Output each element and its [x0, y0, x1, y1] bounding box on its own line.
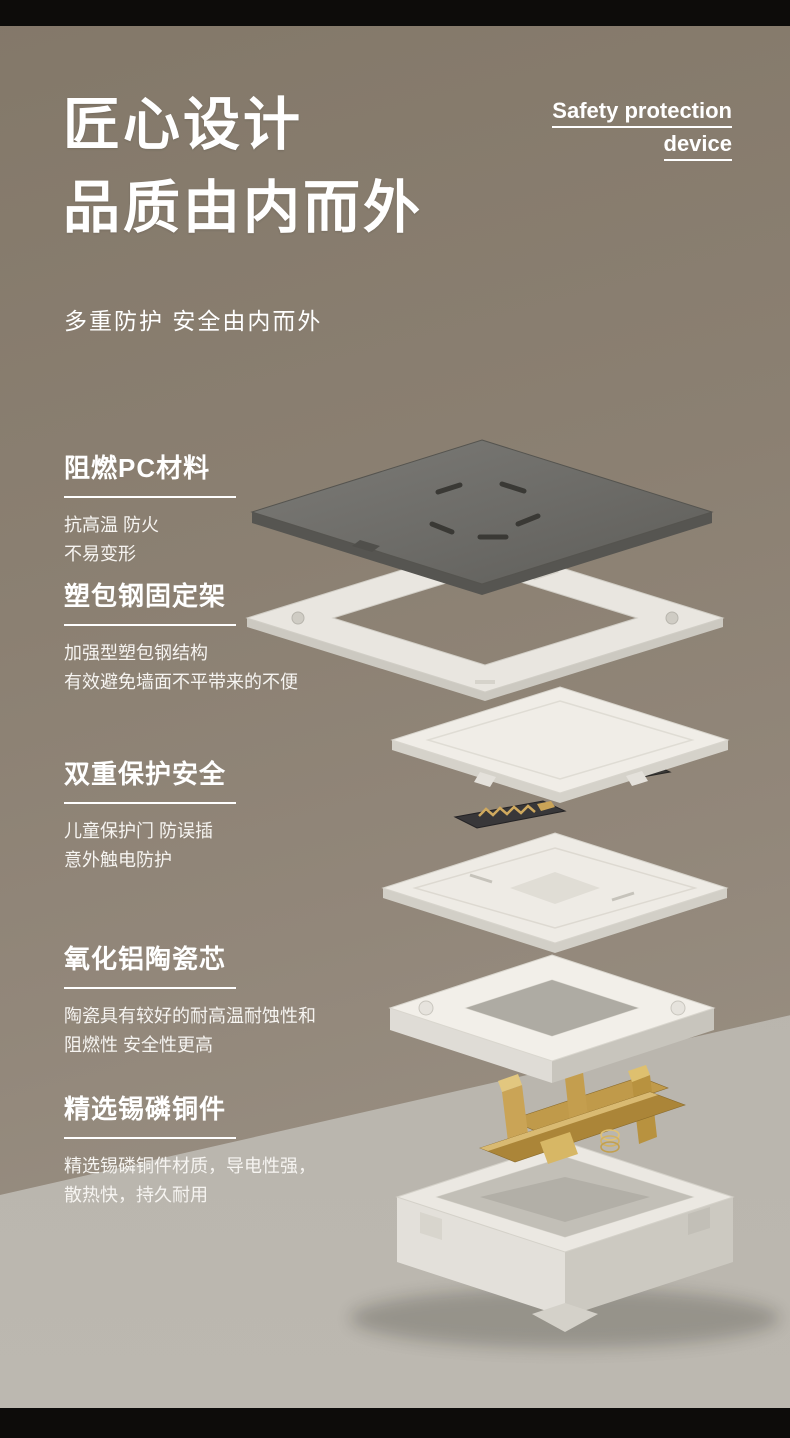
section-description: 陶瓷具有较好的耐高温耐蚀性和 阻燃性 安全性更高	[64, 1002, 414, 1060]
section-description-line1: 抗高温 防火	[64, 515, 160, 535]
function-plate	[381, 832, 729, 953]
english-badge-line2: device	[663, 133, 732, 161]
section-steel-frame: 塑包钢固定架 加强型塑包钢结构 有效避免墙面不平带来的不便	[64, 576, 414, 697]
page-title-line1: 匠心设计	[63, 93, 303, 157]
section-description-line2: 阻燃性 安全性更高	[64, 1034, 214, 1055]
section-description-line2: 意外触电防护	[64, 849, 172, 870]
copper-contacts	[479, 1062, 686, 1164]
section-ceramic-core: 氧化铝陶瓷芯 陶瓷具有较好的耐高温耐蚀性和 阻燃性 安全性更高	[64, 939, 414, 1060]
section-title: 塑包钢固定架	[64, 576, 236, 626]
section-description-line2: 有效避免墙面不平带来的不便	[64, 671, 298, 692]
section-description-line2: 不易变形	[64, 543, 136, 564]
section-description-line1: 精选锡磷铜件材质，导电性强，	[64, 1156, 316, 1176]
ceramic-core-frame	[388, 954, 716, 1083]
section-description-line2: 散热快，持久耐用	[64, 1184, 208, 1205]
section-description: 抗高温 防火 不易变形	[64, 511, 414, 569]
section-double-protection: 双重保护安全 儿童保护门 防误插 意外触电防护	[64, 754, 414, 875]
base-housing	[395, 1141, 735, 1332]
section-copper-parts: 精选锡磷铜件 精选锡磷铜件材质，导电性强， 散热快，持久耐用	[64, 1089, 414, 1210]
english-badge-line1: Safety protection	[552, 100, 732, 128]
section-description: 儿童保护门 防误插 意外触电防护	[64, 817, 414, 875]
english-badge: Safety protection device	[552, 100, 732, 161]
panel-cover	[250, 439, 714, 595]
section-title: 精选锡磷铜件	[64, 1089, 236, 1139]
inner-plate	[390, 686, 730, 803]
section-description-line1: 儿童保护门 防误插	[64, 821, 214, 841]
section-description-line1: 陶瓷具有较好的耐高温耐蚀性和	[64, 1006, 316, 1026]
section-title: 氧化铝陶瓷芯	[64, 939, 236, 989]
bottom-black-bar	[0, 1408, 790, 1438]
section-description-line1: 加强型塑包钢结构	[64, 643, 208, 663]
subtitle: 多重防护 安全由内而外	[64, 308, 323, 334]
section-title: 阻燃PC材料	[64, 448, 236, 498]
top-black-bar	[0, 0, 790, 26]
exploded-socket-illustration	[245, 439, 780, 1348]
section-title: 双重保护安全	[64, 754, 236, 804]
section-description: 精选锡磷铜件材质，导电性强， 散热快，持久耐用	[64, 1152, 414, 1210]
section-description: 加强型塑包钢结构 有效避免墙面不平带来的不便	[64, 639, 414, 697]
page-title: 匠心设计 品质由内而外	[63, 84, 423, 249]
page-title-line2: 品质由内而外	[63, 175, 423, 240]
section-flame-retardant-pc: 阻燃PC材料 抗高温 防火 不易变形	[64, 448, 414, 569]
